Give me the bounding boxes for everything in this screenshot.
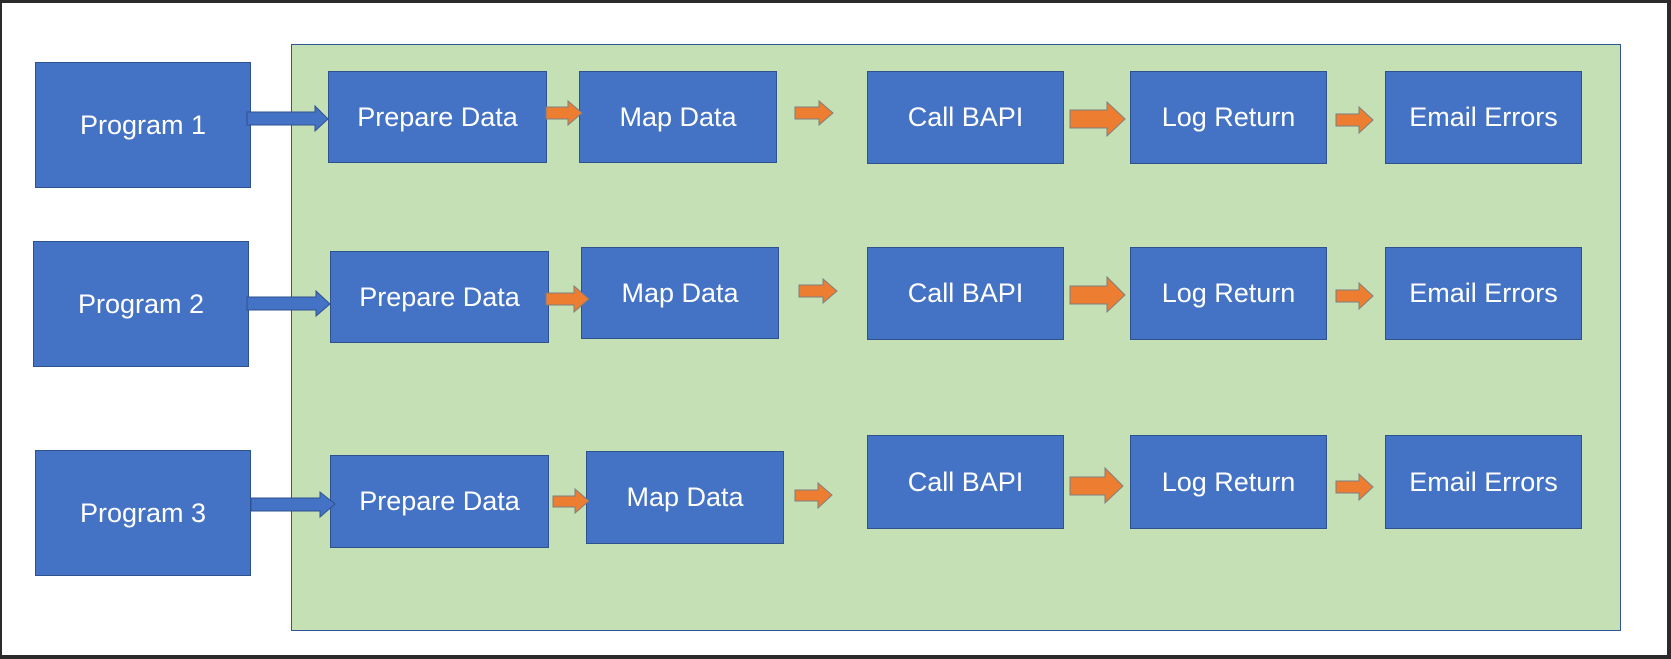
- row-1-arrow-4: [1335, 105, 1374, 135]
- row-3-log-return-label: Log Return: [1161, 466, 1296, 497]
- row-3-log-return-box: Log Return: [1130, 435, 1327, 529]
- row-1-prepare-data-box: Prepare Data: [328, 71, 547, 163]
- row-1-email-errors-label: Email Errors: [1409, 102, 1558, 132]
- row-2-arrow-4: [1335, 281, 1374, 311]
- row-3-call-bapi-box: Call BAPI: [867, 435, 1064, 529]
- row-2-arrow-1: [545, 284, 590, 314]
- row-1-map-data-label: Map Data: [619, 101, 737, 132]
- program-2-label: Program 2: [77, 288, 205, 319]
- row-2-call-bapi-box: Call BAPI: [867, 247, 1064, 340]
- row-3-arrow-1: [552, 487, 590, 515]
- row-2-email-errors-box: Email Errors: [1385, 247, 1582, 340]
- row-2-email-errors-label: Email Errors: [1409, 278, 1558, 308]
- row-2-log-return-label: Log Return: [1161, 278, 1296, 308]
- row-3-email-errors-box: Email Errors: [1385, 435, 1582, 529]
- row-2-arrow-3: [1069, 275, 1126, 314]
- row-2-prepare-data-box: Prepare Data: [330, 251, 549, 343]
- row-3-call-bapi-label: Call BAPI: [907, 466, 1024, 497]
- row-1-log-return-label: Log Return: [1161, 102, 1296, 132]
- row-1-map-data-box: Map Data: [579, 71, 777, 163]
- program-2-to-prepare-arrow: [246, 289, 331, 318]
- program-3-box: Program 3: [35, 450, 251, 576]
- program-1-label: Program 1: [79, 109, 207, 140]
- row-2-log-return-box: Log Return: [1130, 247, 1327, 340]
- row-2-arrow-2: [798, 277, 838, 305]
- row-1-log-return-box: Log Return: [1130, 71, 1327, 164]
- row-1-arrow-2: [794, 99, 834, 127]
- row-2-call-bapi-label: Call BAPI: [907, 278, 1024, 308]
- row-3-arrow-3: [1069, 466, 1124, 505]
- row-1-arrow-1: [545, 99, 583, 127]
- program-3-label: Program 3: [79, 497, 207, 528]
- program-1-box: Program 1: [35, 62, 251, 188]
- diagram-canvas: Program 1 Program 2 Program 3 Prepare Da…: [2, 3, 1667, 655]
- row-1-prepare-data-label: Prepare Data: [357, 101, 518, 132]
- row-1-email-errors-box: Email Errors: [1385, 71, 1582, 164]
- program-3-to-prepare-arrow: [250, 490, 336, 519]
- row-3-email-errors-label: Email Errors: [1409, 466, 1558, 497]
- row-3-map-data-box: Map Data: [586, 451, 784, 544]
- row-1-call-bapi-box: Call BAPI: [867, 71, 1064, 164]
- row-3-map-data-label: Map Data: [626, 482, 744, 512]
- row-3-prepare-data-box: Prepare Data: [330, 455, 549, 548]
- program-2-box: Program 2: [33, 241, 249, 367]
- program-1-to-prepare-arrow: [246, 104, 329, 133]
- row-1-arrow-3: [1069, 100, 1126, 138]
- arrows-layer: [246, 99, 1374, 519]
- row-1-call-bapi-label: Call BAPI: [907, 102, 1024, 132]
- row-3-arrow-4: [1335, 472, 1374, 502]
- row-2-prepare-data-label: Prepare Data: [359, 281, 520, 312]
- row-3-prepare-data-label: Prepare Data: [359, 486, 520, 516]
- row-2-map-data-label: Map Data: [621, 277, 739, 308]
- row-3-arrow-2: [794, 481, 833, 510]
